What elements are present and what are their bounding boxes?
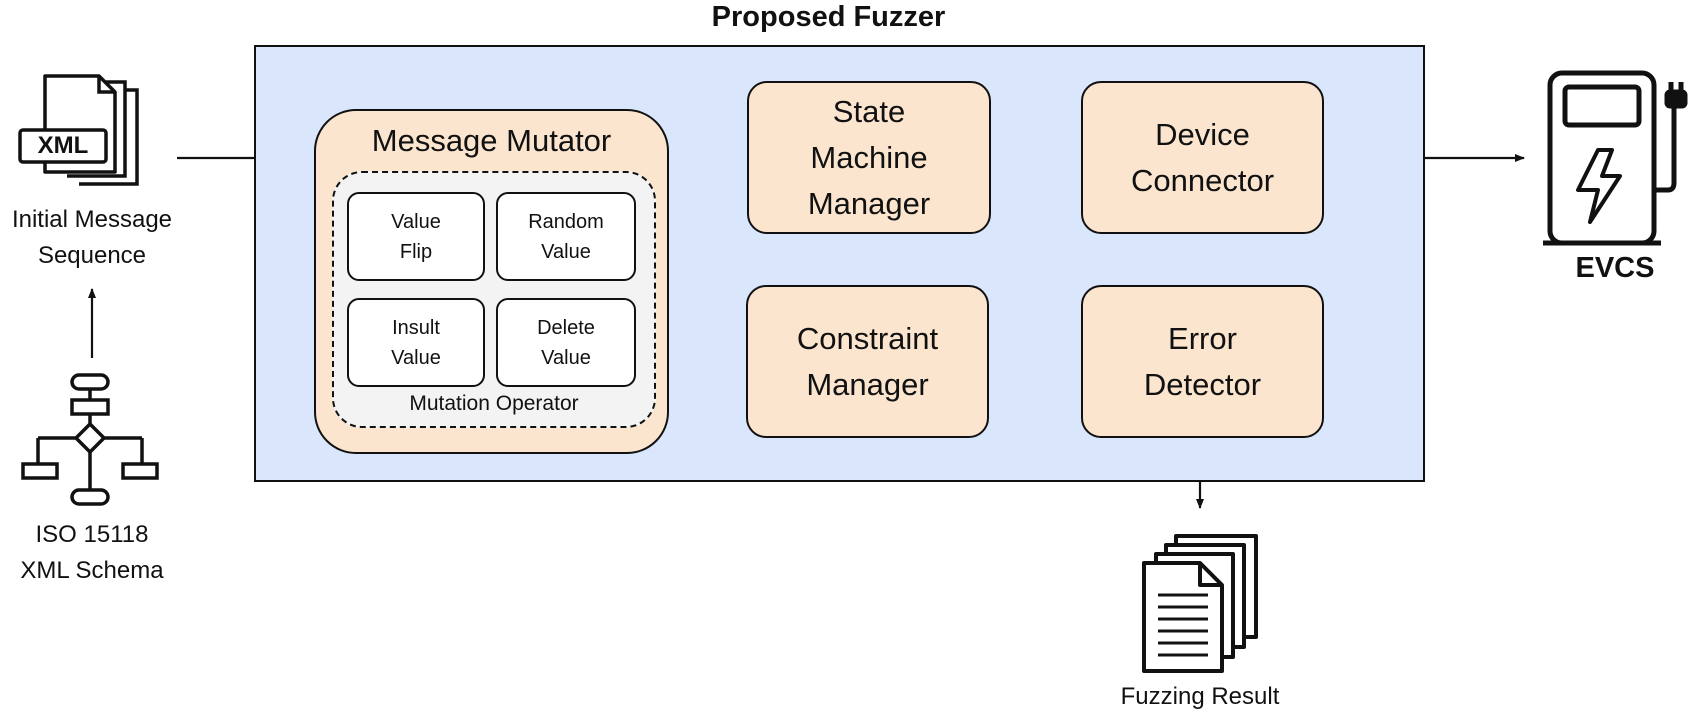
constraint-manager: Constraint Manager [746,285,989,438]
message-mutator-title: Message Mutator [371,123,612,158]
fuzzing-result-label: Fuzzing Result [1120,683,1280,710]
operator-delete-value: Delete Value [496,298,636,387]
device-connector: Device Connector [1081,81,1324,234]
schema-flowchart-icon [20,372,160,508]
operator-random-value: Random Value [496,192,636,281]
evcs-label: EVCS [1575,251,1655,284]
error-detector: Error Detector [1081,285,1324,438]
operator-insult-value: Insult Value [347,298,485,387]
xml-document-icon: XML [17,74,147,189]
mutation-operator-label: Mutation Operator [409,392,579,415]
operator-value-flip: Value Flip [347,192,485,281]
ev-charging-station-icon [1540,70,1700,246]
fuzzing-result-documents-icon [1140,533,1260,677]
iso-schema-label: ISO 15118 XML Schema [20,521,164,584]
state-machine-manager: State Machine Manager [747,81,991,234]
fuzzer-title: Proposed Fuzzer [711,0,946,33]
xml-icon-text: XML [37,132,89,159]
initial-message-sequence-label: Initial Message Sequence [11,206,173,269]
